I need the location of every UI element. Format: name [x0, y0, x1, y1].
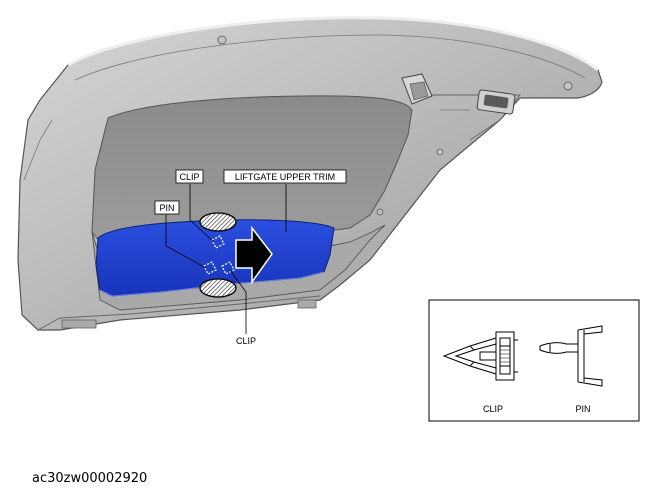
clip-fastener-illustration: [442, 331, 518, 381]
clip-location-oval-bottom: [199, 278, 237, 298]
detail-inset-box: CLIP PIN: [428, 299, 640, 422]
fastener-marker-pin: [203, 261, 217, 275]
svg-text:PIN: PIN: [159, 203, 174, 213]
leader-lines: [165, 184, 287, 334]
document-id: ac30zw00002920: [32, 471, 147, 486]
liftgate-upper-trim: [95, 219, 335, 297]
detail-caption-pin: PIN: [575, 404, 590, 414]
removal-direction-arrow: [235, 225, 273, 285]
svg-text:LIFTGATE UPPER TRIM: LIFTGATE UPPER TRIM: [235, 172, 335, 182]
label-pin: PIN: [154, 200, 180, 215]
svg-text:CLIP: CLIP: [179, 172, 199, 182]
label-clip-top: CLIP: [175, 169, 204, 184]
clip-location-oval-top: [199, 212, 237, 232]
label-liftgate-upper-trim: LIFTGATE UPPER TRIM: [223, 169, 347, 184]
fastener-marker-clip-bottom: [221, 261, 235, 275]
detail-caption-clip: CLIP: [483, 404, 503, 414]
pin-fastener-illustration: [539, 325, 603, 387]
label-clip-bottom: CLIP: [236, 336, 256, 346]
fastener-marker-clip-top: [211, 235, 225, 249]
